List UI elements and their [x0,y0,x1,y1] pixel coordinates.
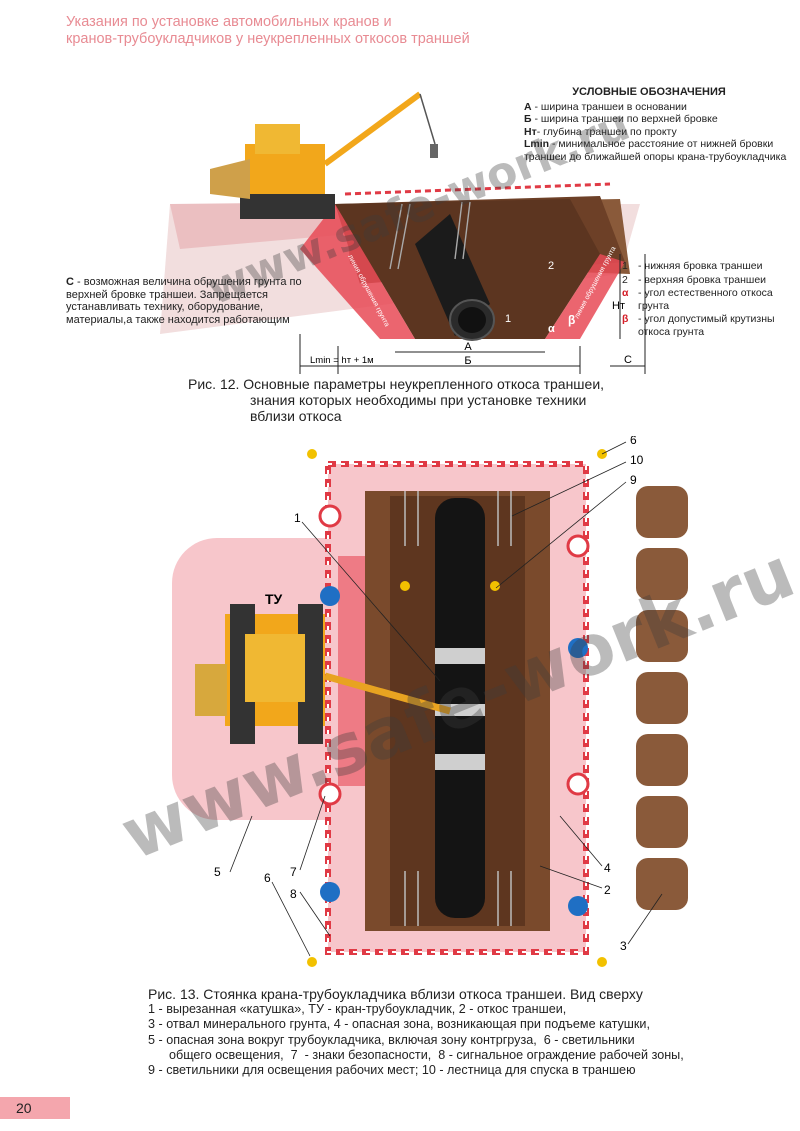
angle-alpha: α [548,323,555,335]
figure-12-caption: Рис. 12. Основные параметры неукрепленно… [188,376,605,424]
dim-lmin: Lmin = hт + 1м [310,355,374,366]
callout-10: 10 [630,453,644,467]
page-header: Указания по установке автомобильных кран… [66,14,586,48]
dim-b: Б [464,355,471,367]
figure-12-illustration: А Б С Lmin = hт + 1м Hт α β 1 2 линия об… [160,91,646,374]
legend-title: УСЛОВНЫЕ ОБОЗНАЧЕНИЯ [572,86,726,98]
callout-5: 5 [214,865,221,879]
list-item: β - угол допустимый крутизны откоса грун… [622,313,775,338]
callout-4: 4 [604,861,611,875]
ty-label: ТУ [265,591,283,607]
lights [307,449,607,967]
legend-item: А - ширина траншеи в основании [524,100,687,113]
dim-a: А [464,341,472,353]
dim-c: С [624,354,632,366]
callout-7: 7 [290,865,297,879]
legend: УСЛОВНЫЕ ОБОЗНАЧЕНИЯ А - ширина траншеи … [524,86,794,163]
signal-fence [344,182,611,196]
list-item: 1 - нижняя бровка траншеи [622,260,763,272]
callout-9: 9 [630,473,637,487]
figure-13-caption: Рис. 13. Стоянка крана-трубоукладчика вб… [148,986,684,1078]
safety-signs [318,504,590,916]
c-note: С - возможная величина обрушения грунта … [66,276,302,326]
legend-item: Б - ширина траншеи по верхней бровке [524,113,718,125]
callout-6: 6 [630,436,637,447]
header-line-1: Указания по установке автомобильных кран… [66,14,392,30]
label-1: 1 [505,313,511,325]
header-line-2: кранов-трубоукладчиков у неукрепленных о… [66,31,470,47]
callout-1: 1 [294,511,301,525]
pipelayer-crane [210,91,438,219]
soil-dumps [636,486,688,910]
callout-3: 3 [620,939,627,953]
legend-item: Hт- глубина траншеи по прокту [524,125,677,138]
right-list: 1 - нижняя бровка траншеи 2 - верхняя бр… [622,260,797,339]
callout-6b: 6 [264,871,271,885]
page-number: 20 [0,1097,70,1119]
callout-8: 8 [290,887,297,901]
ladders [404,491,512,926]
list-item: 2 - верхняя бровка траншеи [622,273,767,286]
figure-13-illustration: ТУ 1 10 9 6 [172,436,688,967]
legend-item: Lmin - минимальное расстояние от нижней … [524,138,787,163]
pipe-spool-band [435,648,485,664]
label-2: 2 [548,260,554,272]
angle-beta: β [568,313,575,327]
dim-ht: Hт [612,300,625,312]
list-item: α - угол естественного откоса грунта [622,287,773,312]
pipelayer-crane [195,604,451,744]
callout-2: 2 [604,883,611,897]
